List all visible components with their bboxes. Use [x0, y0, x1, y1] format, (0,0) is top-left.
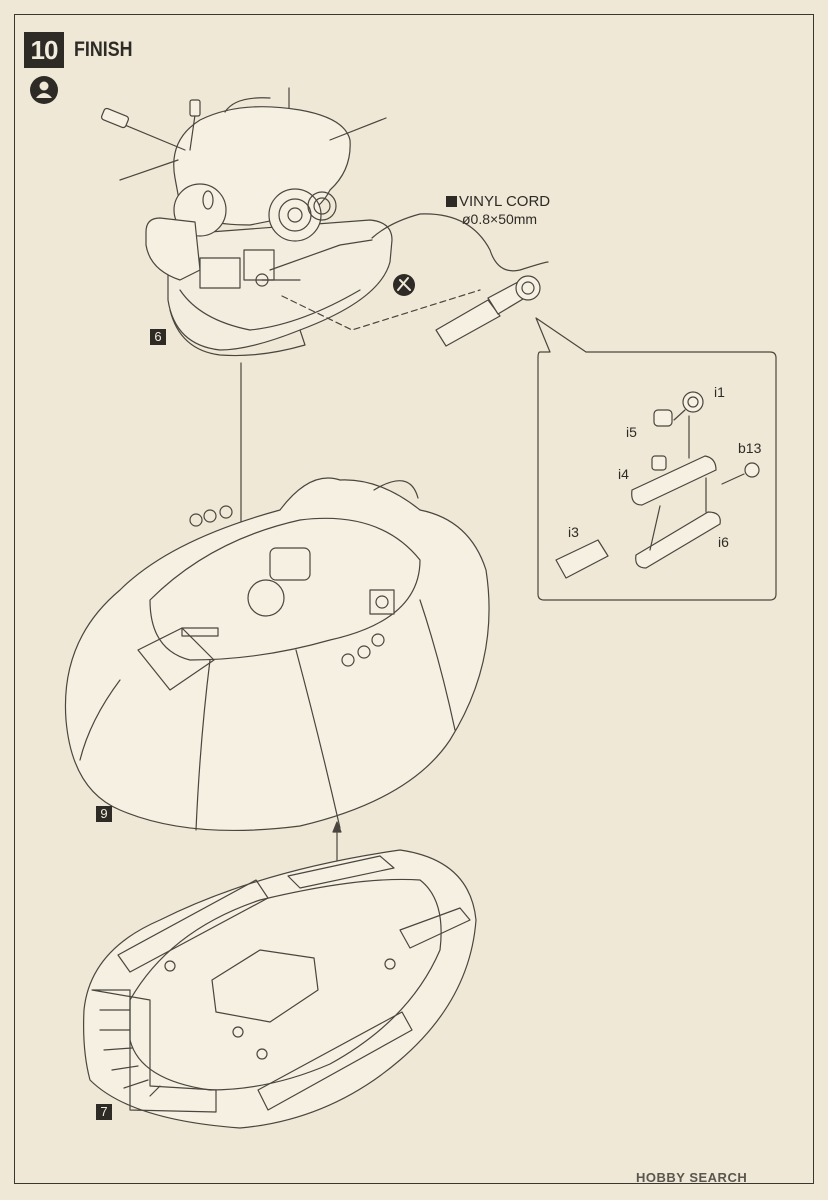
base-7 [83, 849, 477, 1129]
upper-assembly-6 [101, 87, 393, 357]
label-i3: i3 [568, 524, 579, 540]
detail-callout [535, 317, 777, 601]
vinyl-cord-line [371, 213, 549, 272]
no-glue-icon [393, 274, 415, 296]
page-border [14, 14, 814, 1184]
vinyl-cord-size: ø0.8×50mm [462, 211, 538, 227]
vinyl-cord-title: VINYL CORD [446, 193, 550, 210]
part-number-9: 9 [96, 806, 112, 822]
label-i4: i4 [618, 466, 629, 482]
hobby-search-watermark: HOBBY SEARCH [636, 1170, 748, 1185]
cord-connector [435, 275, 541, 347]
person-caution-icon [30, 76, 58, 104]
part-number-6: 6 [150, 329, 166, 345]
dashed-guide-line [281, 289, 481, 331]
label-i1: i1 [714, 384, 725, 400]
step-number: 10 [24, 32, 64, 68]
hull-9 [64, 477, 490, 832]
part-number-7: 7 [96, 1104, 112, 1120]
label-b13: b13 [738, 440, 762, 456]
label-i5: i5 [626, 424, 637, 440]
label-i6: i6 [718, 534, 729, 550]
step-title: FINISH [74, 38, 133, 61]
